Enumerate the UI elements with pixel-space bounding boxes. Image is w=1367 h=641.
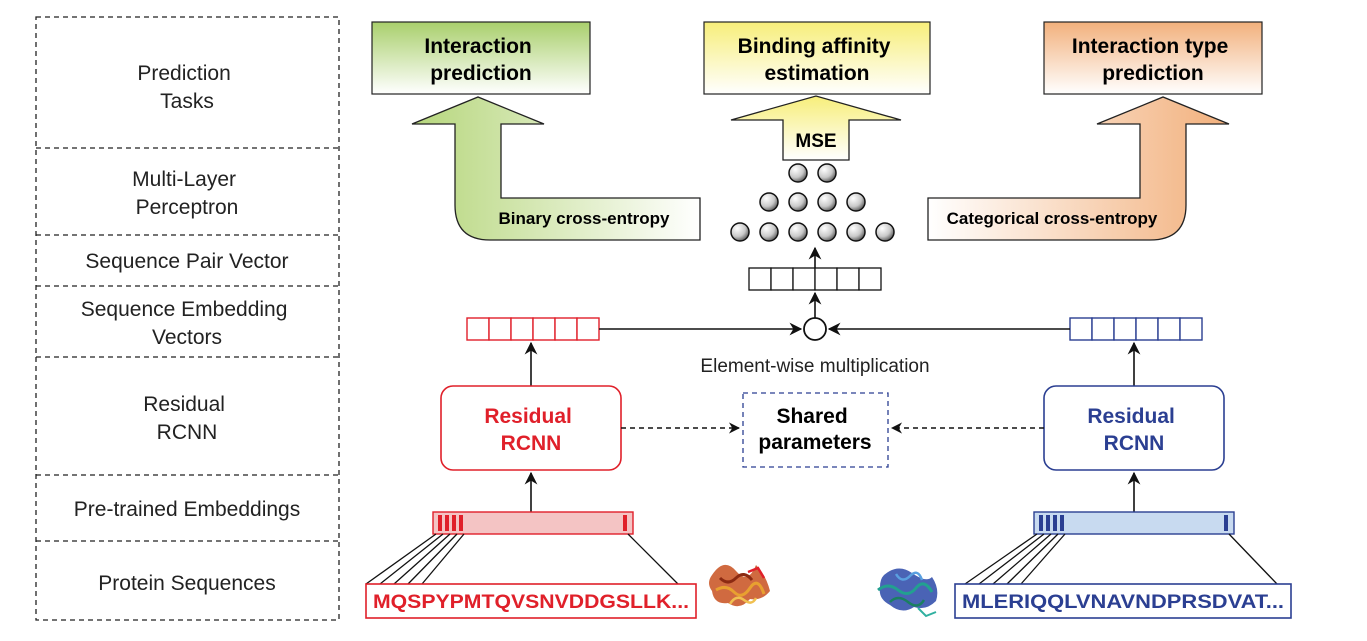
protein-structure-icon-red (709, 564, 770, 607)
loss-categorical-cross-entropy: Categorical cross-entropy (947, 209, 1158, 228)
neuron (846, 222, 866, 242)
neuron (817, 163, 837, 183)
neuron (788, 192, 808, 212)
task-box-type (1043, 21, 1263, 95)
left-embedding-vector (466, 317, 600, 341)
neuron (817, 192, 837, 212)
neuron (759, 192, 779, 212)
right-sequence-text: MLERIQQLVNAVNDPRSDVAT... (962, 592, 1284, 613)
right-sequence-box (954, 583, 1292, 619)
left-embedding-bar (432, 511, 634, 535)
mlp-neurons (730, 163, 895, 242)
loss-binary-cross-entropy: Binary cross-entropy (499, 209, 671, 228)
shared-parameters-label: Shared parameters (758, 405, 871, 454)
arrow-binary-cross-entropy (411, 96, 701, 241)
neuron (759, 222, 779, 242)
element-wise-label: Element-wise multiplication (700, 356, 929, 377)
sequence-pair-vector (748, 267, 882, 291)
left-rcnn-label: Residual RCNN (484, 405, 577, 455)
layer-label-embedding-vectors: Sequence Embedding Vectors (81, 298, 294, 349)
arrow-categorical-cross-entropy (927, 96, 1230, 241)
shared-parameters-box (742, 392, 889, 468)
neuron (730, 222, 750, 242)
task-affinity: Binding affinity estimation (703, 21, 931, 95)
loss-mse: MSE (795, 131, 836, 152)
neuron (817, 222, 837, 242)
protein-structure-icon-blue (877, 568, 938, 618)
task-type: Interaction type prediction (1043, 21, 1263, 95)
layer-label-pair-vector: Sequence Pair Vector (85, 250, 288, 273)
layer-column: Prediction Tasks Multi-Layer Perceptron … (35, 16, 340, 621)
layer-label-protein-sequences: Protein Sequences (98, 572, 275, 595)
neuron (788, 222, 808, 242)
neuron (846, 192, 866, 212)
neuron (788, 163, 808, 183)
left-fan-lines (365, 533, 679, 585)
right-fan-lines (964, 533, 1278, 585)
right-rcnn-box (1043, 385, 1225, 471)
right-embedding-bar (1033, 511, 1235, 535)
layer-label-mlp: Multi-Layer Perceptron (132, 168, 242, 219)
layer-label-residual-rcnn: Residual RCNN (143, 393, 231, 444)
layer-label-pretrained-embeddings: Pre-trained Embeddings (74, 498, 300, 521)
task-label-type: Interaction type prediction (1072, 35, 1234, 85)
layer-label-prediction-tasks: Prediction Tasks (137, 62, 236, 113)
task-label-interaction: Interaction prediction (424, 35, 537, 85)
layer-column-border (35, 16, 340, 621)
task-box-affinity (703, 21, 931, 95)
multiply-node (803, 317, 827, 341)
arrow-mse (730, 95, 902, 161)
task-interaction: Interaction prediction (371, 21, 591, 95)
left-rcnn-box (440, 385, 622, 471)
neuron (875, 222, 895, 242)
right-embedding-vector (1069, 317, 1203, 341)
left-sequence-text: MQSPYPMTQVSNVDDGSLLK... (373, 592, 689, 613)
left-sequence-box (365, 583, 697, 619)
task-box-interaction (371, 21, 591, 95)
right-rcnn-label: Residual RCNN (1087, 405, 1180, 455)
task-label-affinity: Binding affinity estimation (738, 35, 897, 85)
